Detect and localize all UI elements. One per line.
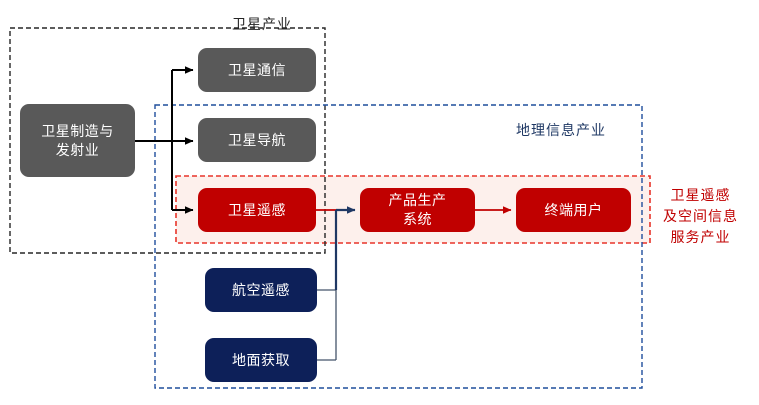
node-label: 产品生产 系统 [388,192,447,227]
node-satellite-manufacturing-launch[interactable]: 卫星制造与 发射业 [20,104,135,177]
group-label-geographic-information-industry: 地理信息产业 [516,122,606,138]
group-box-geographic-information-industry [154,104,643,389]
node-ground-acquisition[interactable]: 地面获取 [205,338,317,382]
group-box-satellite-industry [9,27,326,254]
node-aerial-remote-sensing[interactable]: 航空遥感 [205,268,317,312]
node-label: 卫星制造与 发射业 [41,122,114,158]
node-label: 卫星遥感 [228,201,286,218]
node-satellite-navigation[interactable]: 卫星导航 [198,118,316,162]
node-label: 卫星导航 [228,131,286,148]
node-label: 航空遥感 [232,281,290,298]
group-label-satellite-industry: 卫星产业 [232,16,292,32]
node-satellite-communication[interactable]: 卫星通信 [198,48,316,92]
node-satellite-remote-sensing[interactable]: 卫星遥感 [198,188,316,232]
node-label: 卫星通信 [228,61,286,78]
node-end-user[interactable]: 终端用户 [516,188,631,232]
node-label: 地面获取 [232,351,290,368]
node-product-production-system[interactable]: 产品生产 系统 [360,188,475,232]
node-label: 终端用户 [544,201,603,218]
group-label-satellite-remote-sensing-spatial-info-services: 卫星遥感 及空间信息 服务产业 [663,187,738,245]
